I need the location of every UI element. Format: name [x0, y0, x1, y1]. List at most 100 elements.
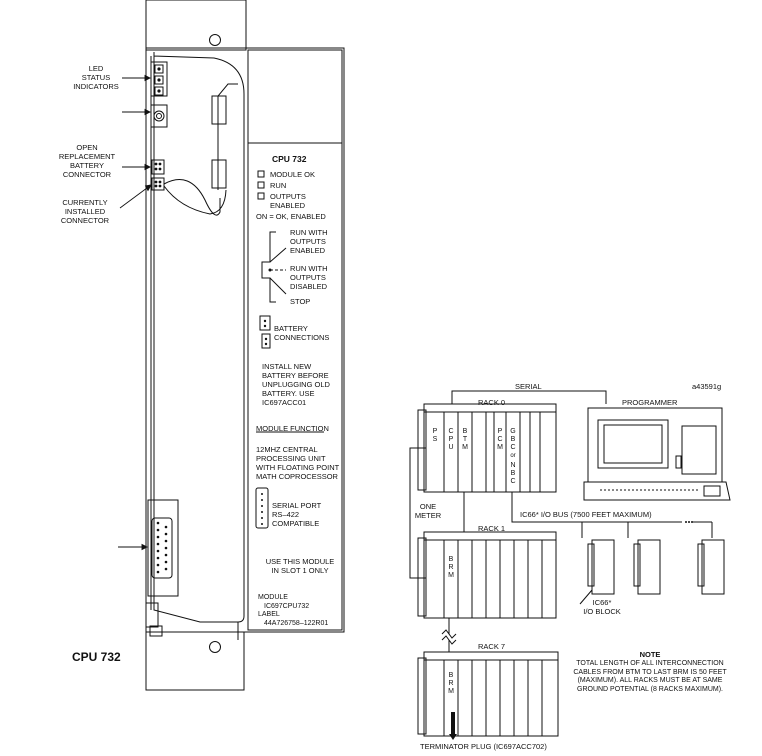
switch-label: ENABLED: [290, 246, 326, 255]
module-bottom-tab: [145, 631, 245, 691]
slot-line: USE THIS MODULE: [265, 557, 335, 566]
callout-line: STATUS: [81, 73, 111, 82]
function-line: WITH FLOATING POINT: [256, 463, 340, 472]
callout-line: CONNECTOR: [60, 216, 110, 225]
switch-label: OUTPUTS: [290, 273, 326, 282]
io-block-line: I/O BLOCK: [583, 607, 621, 616]
function-heading: MODULE FUNCTION: [256, 424, 329, 433]
rack0-label: RACK 0: [478, 398, 506, 407]
label-line: LABEL: [258, 611, 280, 618]
switch-legend-run-enabled: RUN WITH OUTPUTS ENABLED: [290, 228, 328, 255]
one-meter-line: METER: [414, 511, 442, 520]
slot-pcm: PCM: [497, 428, 503, 451]
note-line: TOTAL LENGTH OF ALL INTERCONNECTION: [576, 660, 724, 667]
callout-line: OPEN: [76, 143, 98, 152]
label-line: MODULE: [258, 594, 288, 601]
io-block-2: [637, 539, 661, 595]
note-text: TOTAL LENGTH OF ALL INTERCONNECTION CABL…: [566, 660, 734, 694]
module-body: [145, 47, 345, 633]
keyswitch: [150, 104, 168, 128]
slot-nbc: NBC: [510, 462, 516, 485]
serial-line: COMPATIBLE: [272, 519, 320, 528]
led-label: ENABLED: [270, 201, 306, 210]
rack1-brm: BRM: [448, 556, 454, 579]
io-block-line: IC66*: [592, 598, 612, 607]
switch-legend-stop: STOP: [290, 297, 311, 306]
callout-line: REPLACEMENT: [58, 152, 116, 161]
function-text: 12MHZ CENTRAL PROCESSING UNIT WITH FLOAT…: [256, 445, 339, 481]
callout-line: LED: [88, 64, 104, 73]
programmer-label: PROGRAMMER: [622, 398, 678, 407]
top-mounting-hole: [209, 34, 221, 46]
installed-connector-callout: CURRENTLY INSTALLED CONNECTOR: [54, 198, 116, 225]
led-label: OUTPUTS: [270, 192, 306, 201]
rack-1: [423, 531, 557, 619]
label-line: IC697CPU732: [264, 602, 310, 610]
callout-line: BATTERY: [70, 161, 104, 170]
circuit-board-outline: [153, 52, 245, 623]
slot-note: USE THIS MODULE IN SLOT 1 ONLY: [262, 557, 338, 575]
note-line: BATTERY BEFORE: [262, 371, 329, 380]
switch-label: RUN WITH: [290, 264, 328, 273]
slot-gbc: GBC: [510, 428, 516, 451]
bus-label: IC66* I/O BUS (7500 FEET MAXIMUM): [520, 510, 652, 519]
io-block-3: [701, 539, 725, 595]
slot-ps: PS: [432, 428, 438, 443]
slot-btm: BTM: [462, 428, 468, 451]
led-status-callout: LED STATUS INDICATORS: [66, 64, 126, 91]
slot-cpu: CPU: [448, 428, 454, 451]
rack7-brm: BRM: [448, 672, 454, 695]
note-heading: NOTE: [639, 650, 661, 659]
battery-label-line: BATTERY: [274, 324, 308, 333]
battery-lower: [211, 159, 227, 189]
programmer-keyboard: [583, 481, 731, 501]
callout-line: CONNECTOR: [62, 170, 112, 179]
module-caption: CPU 732: [72, 650, 121, 664]
label-line: 44A726758–122R01: [264, 619, 329, 627]
battery-connections-label: BATTERY CONNECTIONS: [274, 324, 329, 342]
switch-label: DISABLED: [290, 282, 328, 291]
bottom-mounting-hole: [209, 641, 221, 653]
one-meter-line: ONE: [419, 502, 437, 511]
open-battery-callout: OPEN REPLACEMENT BATTERY CONNECTOR: [54, 143, 120, 179]
switch-legend-run-disabled: RUN WITH OUTPUTS DISABLED: [290, 264, 328, 291]
note-line: BATTERY. USE: [262, 389, 315, 398]
io-block-label: IC66* I/O BLOCK: [578, 598, 626, 616]
install-note: INSTALL NEW BATTERY BEFORE UNPLUGGING OL…: [262, 362, 330, 407]
panel-title: CPU 732: [272, 154, 307, 164]
module-top-tab: [145, 0, 247, 51]
io-block-1: [591, 539, 615, 595]
slot-or: or: [510, 453, 516, 459]
label-panel: [247, 49, 343, 631]
callout-line: INSTALLED: [64, 207, 106, 216]
note-line: UNPLUGGING OLD: [262, 380, 330, 389]
note-line: (MAXIMUM). ALL RACKS MUST BE AT SAME: [577, 677, 723, 684]
led-label: MODULE OK: [270, 170, 316, 179]
rack1-label: RACK 1: [478, 524, 506, 533]
rack-7: [423, 651, 559, 737]
terminator-label: TERMINATOR PLUG (IC697ACC702): [420, 742, 547, 751]
serial-label: SERIAL: [515, 382, 542, 391]
note-line: INSTALL NEW: [262, 362, 312, 371]
rack7-label: RACK 7: [478, 642, 506, 651]
note-line: GROUND POTENTIAL (8 RACKS MAXIMUM).: [577, 685, 723, 693]
serial-line: RS–422: [272, 510, 300, 519]
led-block: [150, 61, 168, 97]
serial-connector-housing: [147, 499, 179, 597]
battery-label-line: CONNECTIONS: [274, 333, 330, 342]
terminator-plug: [451, 712, 455, 734]
programmer-monitor: [587, 407, 723, 483]
led-label: RUN: [270, 181, 287, 190]
callout-line: CURRENTLY: [62, 198, 108, 207]
open-battery-connector: [151, 159, 165, 175]
function-line: MATH COPROCESSOR: [256, 472, 338, 481]
led-note: ON = OK, ENABLED: [256, 212, 326, 221]
led-legend: MODULE OK RUN OUTPUTS ENABLED: [270, 170, 315, 210]
module-label-info: MODULE IC697CPU732 LABEL 44A726758–122R0…: [258, 594, 328, 628]
callout-line: INDICATORS: [73, 82, 119, 91]
switch-label: RUN WITH: [290, 228, 328, 237]
serial-line: SERIAL PORT: [272, 501, 322, 510]
note-line: IC697ACC01: [262, 398, 307, 407]
